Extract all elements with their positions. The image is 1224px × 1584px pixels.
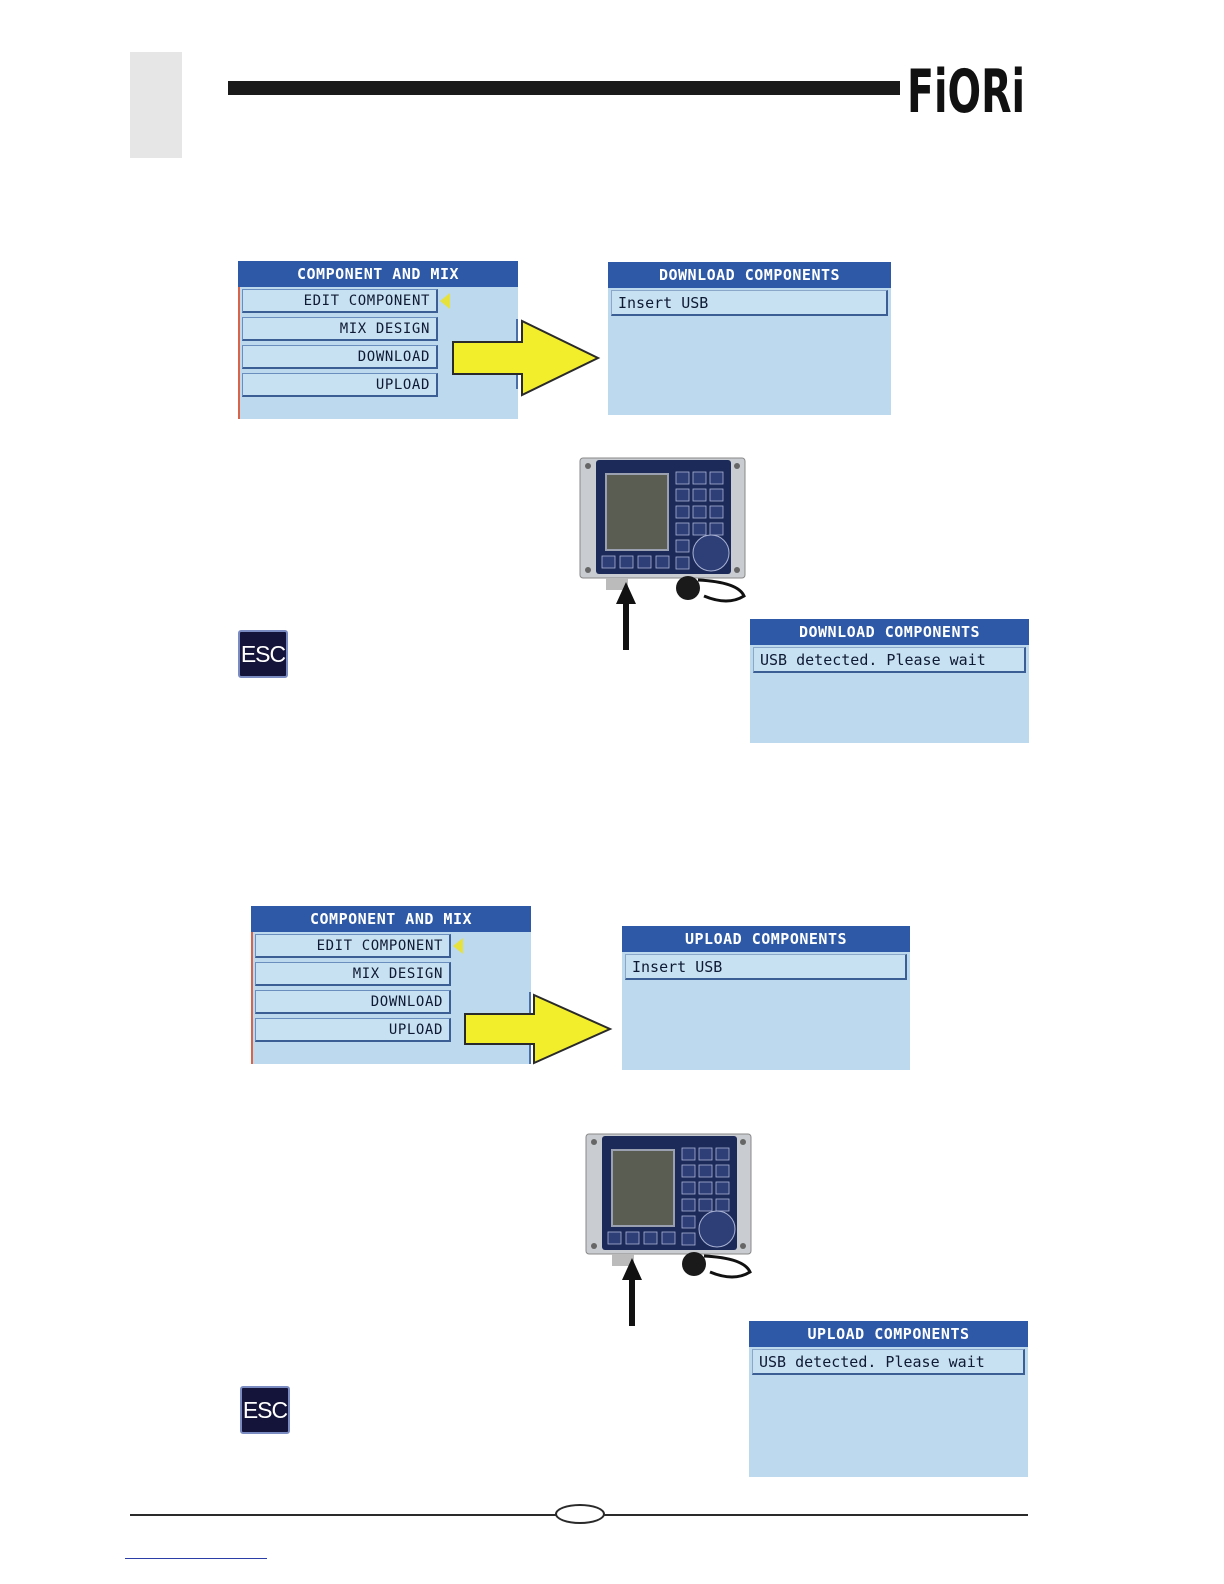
esc-key-icon[interactable]: ESC xyxy=(238,630,288,678)
page-number-oval xyxy=(555,1504,605,1524)
brand-logo-text: FiORi xyxy=(907,58,1025,124)
yellow-arrow-icon xyxy=(450,318,602,398)
selection-cursor-icon xyxy=(453,938,463,954)
footer-link-underline xyxy=(125,1558,267,1559)
upload-prompt: Insert USB xyxy=(625,954,907,980)
menu-title: COMPONENT AND MIX xyxy=(238,261,518,287)
download-prompt: Insert USB xyxy=(611,290,888,316)
upload-title: UPLOAD COMPONENTS xyxy=(622,926,910,952)
menu-item-mix-design[interactable]: MIX DESIGN xyxy=(242,317,438,341)
menu-item-edit-component[interactable]: EDIT COMPONENT xyxy=(242,289,438,313)
download-title-2: DOWNLOAD COMPONENTS xyxy=(750,619,1029,645)
brand-logo: FiORi xyxy=(905,58,1030,124)
download-screen-detected: DOWNLOAD COMPONENTS USB detected. Please… xyxy=(750,616,1029,743)
menu-item-download[interactable]: DOWNLOAD xyxy=(242,345,438,369)
esc-key-icon[interactable]: ESC xyxy=(240,1386,290,1434)
black-up-arrow-icon xyxy=(620,1256,644,1328)
upload-title-2: UPLOAD COMPONENTS xyxy=(749,1321,1028,1347)
download-detected-message: USB detected. Please wait xyxy=(753,647,1026,673)
black-up-arrow-icon xyxy=(614,580,638,652)
menu-title-2: COMPONENT AND MIX xyxy=(251,906,531,932)
control-panel-device-icon xyxy=(578,456,748,606)
menu-item-upload[interactable]: UPLOAD xyxy=(242,373,438,397)
menu-item-mix-design[interactable]: MIX DESIGN xyxy=(255,962,451,986)
menu-item-download[interactable]: DOWNLOAD xyxy=(255,990,451,1014)
download-screen-insert: DOWNLOAD COMPONENTS Insert USB xyxy=(608,262,891,415)
upload-screen-insert: UPLOAD COMPONENTS Insert USB xyxy=(622,926,910,1070)
upload-detected-message: USB detected. Please wait xyxy=(752,1349,1025,1375)
menu-item-edit-component[interactable]: EDIT COMPONENT xyxy=(255,934,451,958)
yellow-arrow-icon xyxy=(462,992,614,1066)
header-bar xyxy=(228,81,900,95)
side-tab-marker xyxy=(130,52,182,158)
control-panel-device-icon xyxy=(584,1132,754,1282)
download-title: DOWNLOAD COMPONENTS xyxy=(608,262,891,288)
menu-item-upload[interactable]: UPLOAD xyxy=(255,1018,451,1042)
selection-cursor-icon xyxy=(440,293,450,309)
upload-screen-detected: UPLOAD COMPONENTS USB detected. Please w… xyxy=(749,1318,1028,1477)
